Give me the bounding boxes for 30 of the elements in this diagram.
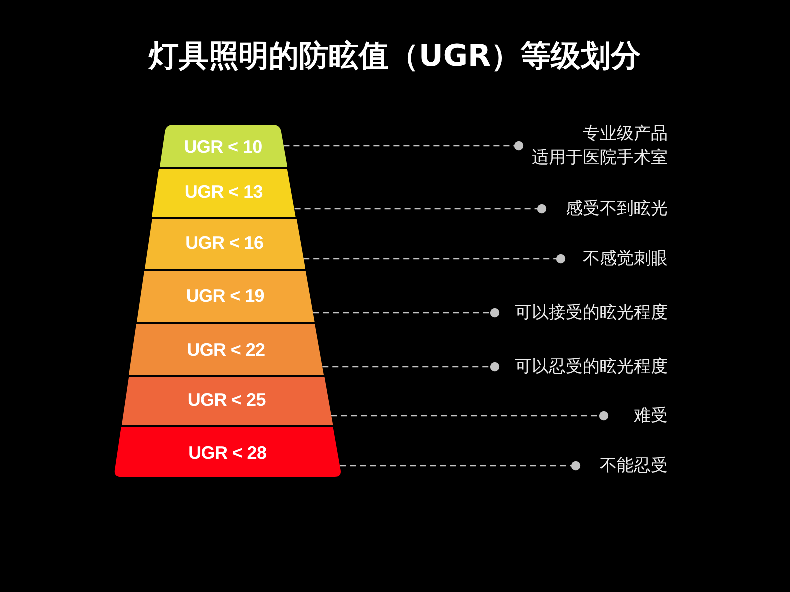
tier-label: UGR < 10 bbox=[184, 136, 262, 158]
leader-line bbox=[284, 141, 524, 151]
leader-line bbox=[304, 254, 566, 264]
tier-label: UGR < 25 bbox=[188, 389, 266, 411]
title: 灯具照明的防眩值（UGR）等级划分 bbox=[148, 38, 642, 76]
pyramid-tier bbox=[114, 427, 342, 477]
description-text: 感受不到眩光 bbox=[566, 198, 668, 221]
pyramid-tier bbox=[144, 219, 306, 269]
tier-label: UGR < 19 bbox=[186, 285, 264, 307]
tier-label: UGR < 13 bbox=[184, 181, 263, 203]
leader-line bbox=[322, 362, 500, 372]
leader-line bbox=[331, 411, 609, 421]
description-text: 可以接受的眩光程度 bbox=[515, 302, 668, 325]
pyramid-tier bbox=[136, 271, 315, 322]
pyramid-tier bbox=[152, 169, 296, 217]
description-text: 难受 bbox=[634, 405, 668, 428]
pyramid-tier bbox=[122, 377, 333, 425]
tier-label: UGR < 16 bbox=[186, 232, 264, 254]
description-text: 不能忍受 bbox=[600, 455, 668, 478]
description-text: 专业级产品 bbox=[583, 123, 668, 146]
description-text: 不感觉刺眼 bbox=[583, 248, 668, 271]
leader-line bbox=[294, 204, 547, 214]
leader-line bbox=[313, 308, 500, 318]
pyramid-tier bbox=[129, 324, 324, 375]
leader-line bbox=[340, 461, 581, 471]
pyramid-tier bbox=[160, 125, 288, 167]
description-text: 适用于医院手术室 bbox=[532, 147, 668, 170]
tier-label: UGR < 22 bbox=[187, 339, 266, 361]
tier-label: UGR < 28 bbox=[188, 442, 267, 464]
description-text: 可以忍受的眩光程度 bbox=[515, 356, 668, 379]
